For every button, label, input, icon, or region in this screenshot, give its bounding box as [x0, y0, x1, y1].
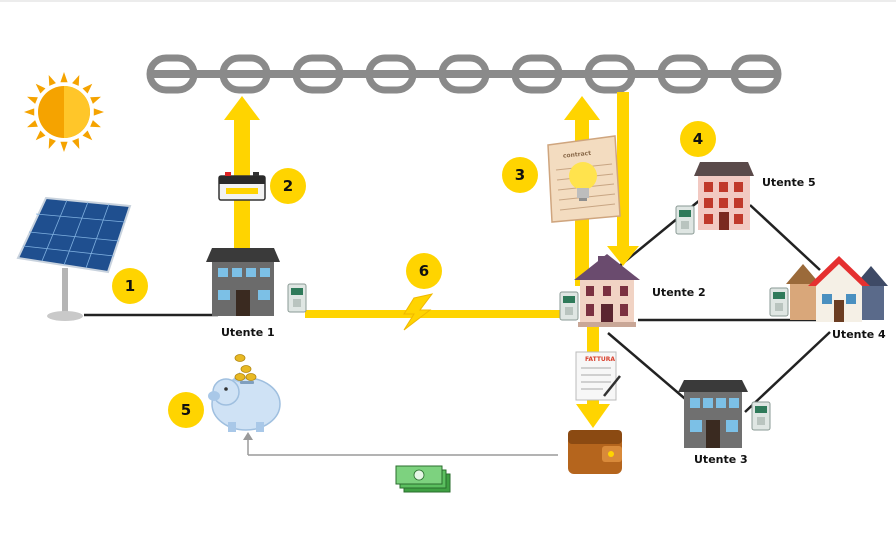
house-utente-3 [678, 380, 748, 448]
banknotes-icon [395, 465, 451, 493]
blockchain-chain [146, 54, 782, 94]
smart-meter-icon [287, 283, 307, 313]
svg-text:2: 2 [283, 177, 293, 195]
house-utente-2 [574, 254, 640, 327]
piggy-bank-icon [208, 354, 281, 432]
label-utente-3: Utente 3 [694, 453, 748, 466]
svg-text:6: 6 [419, 262, 429, 280]
pen-icon [603, 375, 621, 397]
svg-text:4: 4 [693, 130, 703, 148]
light-bulb-icon [569, 162, 597, 201]
label-utente-1: Utente 1 [221, 326, 275, 339]
smart-meter-icon [559, 291, 579, 321]
chain-link [146, 54, 198, 94]
svg-text:5: 5 [181, 401, 191, 419]
money-return-path [243, 432, 558, 456]
battery-icon [218, 172, 266, 201]
badge-6: 6 [406, 253, 442, 289]
chain-link [438, 54, 490, 94]
solar-panel-icon [16, 196, 132, 321]
house-utente-4 [786, 256, 888, 322]
label-utente-2: Utente 2 [652, 286, 706, 299]
house-utente-1 [206, 248, 280, 316]
smart-meters [287, 205, 789, 431]
contract-title: contract [563, 150, 592, 160]
badge-1: 1 [112, 268, 148, 304]
contract-document: contract [547, 135, 621, 223]
badge-2: 2 [270, 168, 306, 204]
chain-link [219, 54, 271, 94]
invoice-title: FATTURA [585, 356, 615, 363]
smart-meter-icon [675, 205, 695, 235]
chain-link [657, 54, 709, 94]
badge-3: 3 [502, 157, 538, 193]
chain-bar [150, 70, 778, 78]
smart-meter-icon [769, 287, 789, 317]
grid-wires [84, 199, 831, 413]
chain-links [146, 54, 782, 94]
invoice-document: FATTURA [575, 351, 621, 401]
svg-text:1: 1 [125, 277, 135, 295]
label-utente-5: Utente 5 [762, 176, 816, 189]
badge-4: 4 [680, 121, 716, 157]
badge-5: 5 [168, 392, 204, 428]
sun-icon [24, 72, 104, 152]
smart-meter-icon [751, 401, 771, 431]
chain-link [584, 54, 636, 94]
chain-link [365, 54, 417, 94]
chain-link [292, 54, 344, 94]
label-utente-4: Utente 4 [832, 328, 886, 341]
svg-text:3: 3 [515, 166, 525, 184]
lightning-bolt-icon [403, 293, 434, 331]
wallet-icon [568, 430, 622, 474]
coins-icon [234, 354, 257, 381]
chain-link [730, 54, 782, 94]
chain-link [511, 54, 563, 94]
house-utente-5 [694, 162, 754, 230]
